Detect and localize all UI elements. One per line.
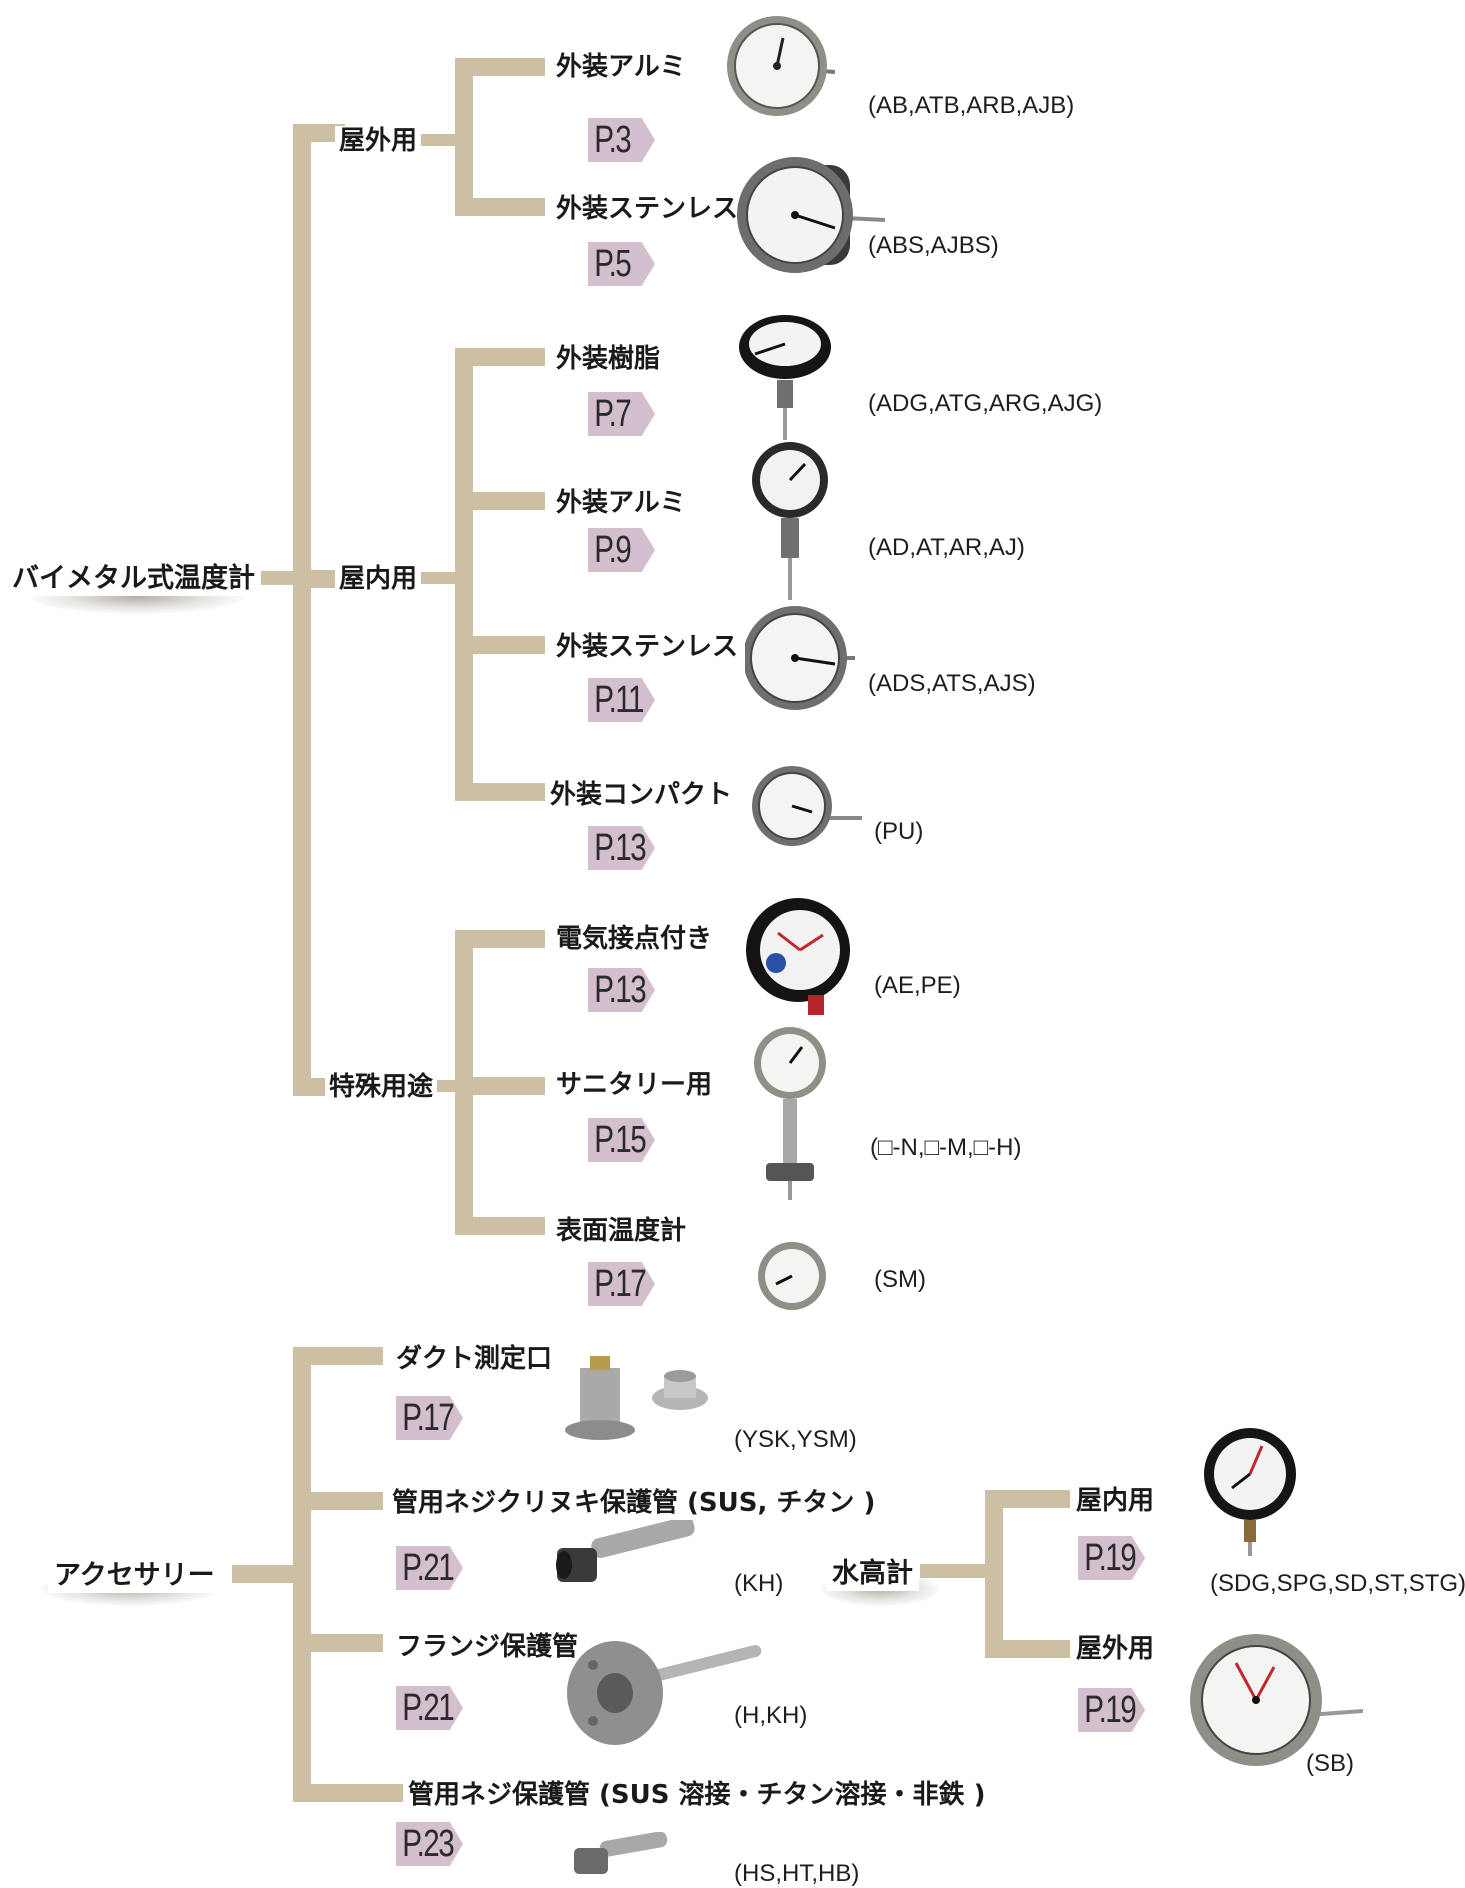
page-tag[interactable]: P.19 <box>1078 1536 1146 1580</box>
sanitary-gauge-icon <box>754 1027 826 1200</box>
surface-gauge-icon <box>758 1242 826 1310</box>
page-tag[interactable]: P.3 <box>588 118 656 162</box>
branch-water-link <box>920 1564 990 1578</box>
contact-gauge-icon <box>746 898 850 1015</box>
model-codes: (SDG,SPG,SD,ST,STG) <box>1210 1570 1465 1597</box>
page-tag[interactable]: P.19 <box>1078 1688 1146 1732</box>
aluminium-gauge-icon <box>727 16 835 116</box>
item-label: 外装ステンレス <box>552 194 743 224</box>
branch-accessory-item-4 <box>293 1784 403 1802</box>
branch-water-item-2 <box>985 1640 1070 1658</box>
branch-accessory-item-1 <box>293 1347 383 1365</box>
page-tag[interactable]: P.13 <box>588 968 656 1012</box>
category-special: 特殊用途 <box>325 1072 438 1102</box>
page-tag[interactable]: P.9 <box>588 528 656 572</box>
branch-special-link <box>293 1078 333 1096</box>
branch-accessory-item-2 <box>293 1492 383 1510</box>
page-tag[interactable]: P.23 <box>396 1822 464 1866</box>
category-outdoor: 屋外用 <box>335 126 422 156</box>
item-label: 外装アルミ <box>552 488 690 518</box>
compact-gauge-icon <box>752 766 862 846</box>
aluminium-gauge-icon <box>752 442 828 600</box>
branch-accessory-spine <box>293 1347 311 1802</box>
page-tag[interactable]: P.17 <box>396 1396 464 1440</box>
branch-indoor-stub <box>420 572 460 584</box>
item-label: 管用ネジクリヌキ保護管 (SUS, チタン ) <box>388 1488 880 1518</box>
item-label: サニタリー用 <box>552 1070 717 1100</box>
branch-main-spine <box>293 124 311 1096</box>
threaded-well-icon <box>556 1520 695 1582</box>
branch-special-item-1 <box>455 930 545 948</box>
branch-accessory-link <box>232 1565 297 1583</box>
branch-outdoor-link <box>293 124 345 142</box>
resin-gauge-icon <box>739 315 831 440</box>
item-label: フランジ保護管 <box>392 1632 583 1662</box>
water-gauge-grey-icon <box>1190 1634 1363 1766</box>
root-water-gauge: 水高計 <box>826 1556 919 1591</box>
model-codes: (PU) <box>874 818 924 845</box>
page-tag[interactable]: P.5 <box>588 242 656 286</box>
model-codes: (ADG,ATG,ARG,AJG) <box>868 390 1103 417</box>
page-tag[interactable]: P.21 <box>396 1686 464 1730</box>
model-codes: (ADS,ATS,AJS) <box>868 670 1036 697</box>
model-codes: (H,KH) <box>734 1702 808 1729</box>
root-accessory: アクセサリー <box>48 1558 221 1593</box>
branch-outdoor-item-2 <box>455 198 545 216</box>
category-indoor: 屋内用 <box>335 564 422 594</box>
branch-accessory-item-3 <box>293 1634 383 1652</box>
item-label: 電気接点付き <box>552 924 717 954</box>
flange-well-icon <box>567 1641 762 1745</box>
model-codes: (AE,PE) <box>874 972 961 999</box>
root-bimetal-thermometer: バイメタル式温度計 <box>6 561 261 596</box>
item-label: 外装コンパクト <box>546 780 737 810</box>
page-tag[interactable]: P.11 <box>588 678 656 722</box>
model-codes: (ABS,AJBS) <box>868 232 999 259</box>
page-tag[interactable]: P.7 <box>588 392 656 436</box>
model-codes: (AB,ATB,ARB,AJB) <box>868 92 1075 119</box>
branch-special-item-3 <box>455 1217 545 1235</box>
branch-indoor-item-1 <box>455 348 545 366</box>
branch-indoor-item-4 <box>455 783 545 801</box>
model-codes: (YSK,YSM) <box>734 1426 857 1453</box>
branch-indoor-link <box>293 570 345 588</box>
branch-special-item-2 <box>455 1077 545 1095</box>
branch-indoor-item-3 <box>455 636 545 654</box>
stainless-gauge-icon <box>737 157 885 273</box>
duct-port-icon <box>565 1356 708 1440</box>
model-codes: (SB) <box>1306 1750 1354 1777</box>
branch-indoor-spine <box>455 348 473 801</box>
branch-outdoor-spine <box>455 58 473 216</box>
page-tag[interactable]: P.13 <box>588 826 656 870</box>
model-codes: (HS,HT,HB) <box>734 1860 860 1887</box>
item-label: 管用ネジ保護管 (SUS 溶接・チタン溶接・非鉄 ) <box>404 1780 990 1810</box>
branch-outdoor-stub <box>420 134 460 146</box>
model-codes: (□-N,□-M,□-H) <box>870 1134 1022 1161</box>
page-tag[interactable]: P.21 <box>396 1546 464 1590</box>
welded-well-icon <box>574 1832 668 1874</box>
model-codes: (SM) <box>874 1266 926 1293</box>
page-tag[interactable]: P.15 <box>588 1118 656 1162</box>
item-label: 外装ステンレス <box>552 632 743 662</box>
branch-outdoor-item-1 <box>455 58 545 76</box>
item-label: 外装樹脂 <box>552 344 665 374</box>
water-gauge-black-icon <box>1204 1428 1296 1556</box>
branch-indoor-item-2 <box>455 492 545 510</box>
branch-water-item-1 <box>985 1490 1070 1508</box>
item-label: 表面温度計 <box>552 1216 691 1246</box>
item-label: 外装アルミ <box>552 52 690 82</box>
item-label: 屋内用 <box>1072 1486 1159 1516</box>
item-label: 屋外用 <box>1072 1634 1159 1664</box>
item-label: ダクト測定口 <box>392 1344 557 1374</box>
stainless-gauge-icon <box>745 606 855 710</box>
page-tag[interactable]: P.17 <box>588 1262 656 1306</box>
branch-water-spine <box>985 1490 1003 1658</box>
model-codes: (AD,AT,AR,AJ) <box>868 534 1025 561</box>
model-codes: (KH) <box>734 1570 784 1597</box>
